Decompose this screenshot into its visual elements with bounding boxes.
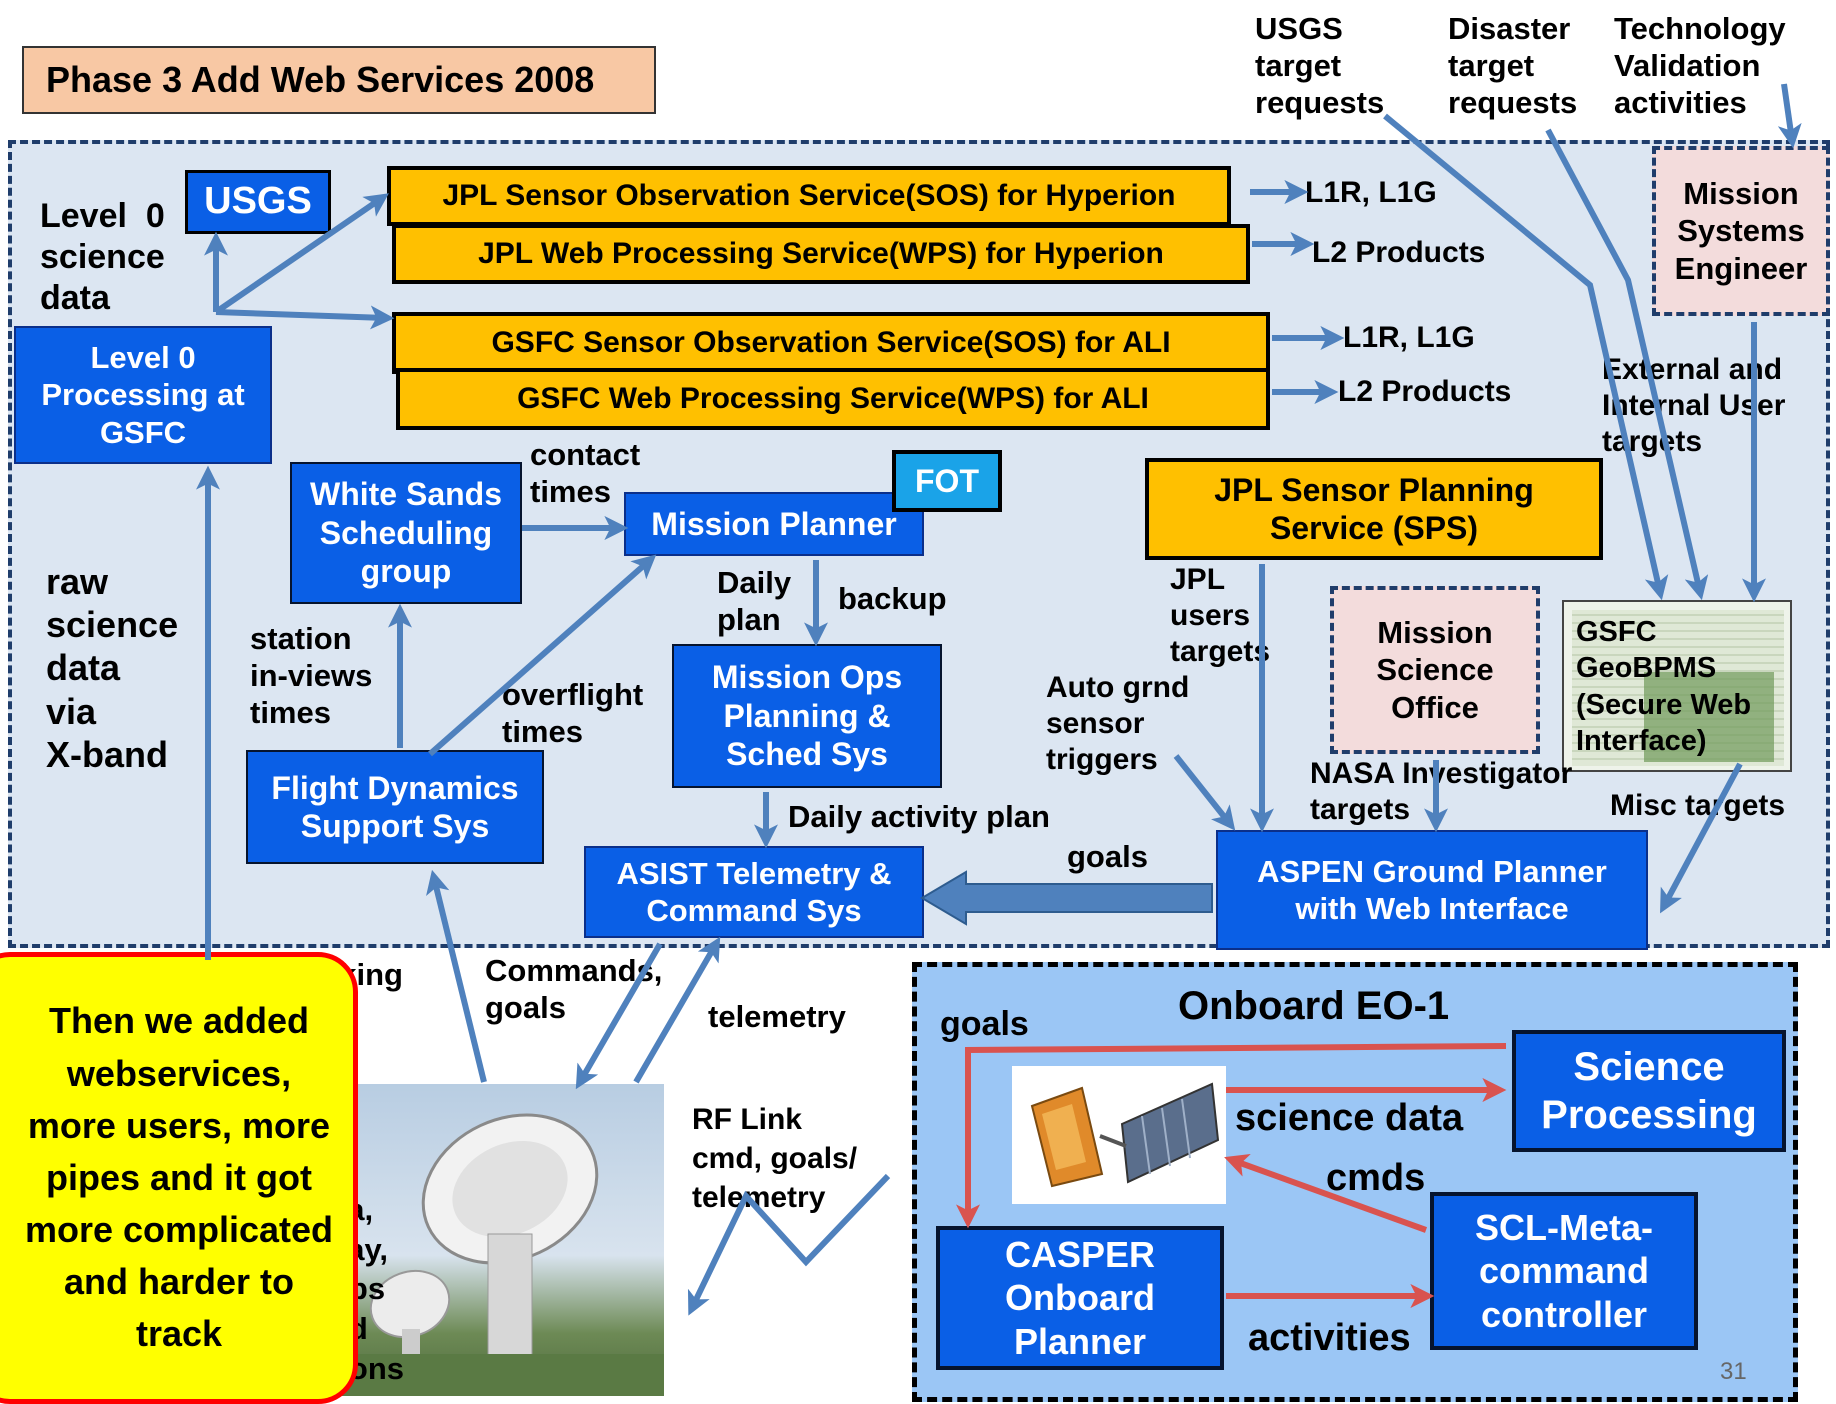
casper-box: CASPER Onboard Planner bbox=[936, 1226, 1224, 1370]
daily-plan-label: Daily plan bbox=[717, 565, 792, 638]
commands-goals-label: Commands, goals bbox=[485, 953, 663, 1026]
ground-station-photo bbox=[330, 1084, 664, 1396]
science-processing-box: Science Processing bbox=[1512, 1030, 1786, 1152]
cmds-label: cmds bbox=[1326, 1157, 1426, 1199]
geobpms-box: GSFC GeoBPMS (Secure Web Interface) bbox=[1562, 600, 1792, 772]
page-number: 31 bbox=[1720, 1358, 1747, 1385]
aspen-box: ASPEN Ground Planner with Web Interface bbox=[1216, 830, 1648, 950]
station-inviews-label: station in-views times bbox=[250, 621, 373, 731]
arrow-geobpms-to-aspen bbox=[1660, 762, 1743, 914]
mission-planner-box: Mission Planner bbox=[624, 492, 924, 556]
arrow-to-gsfc-sos bbox=[215, 305, 395, 330]
geobpms-label: GSFC GeoBPMS (Secure Web Interface) bbox=[1576, 616, 1752, 757]
arrow-overflight bbox=[428, 554, 657, 757]
telemetry-label: telemetry bbox=[708, 999, 846, 1034]
jpl-l1-label: L1R, L1G bbox=[1305, 176, 1437, 209]
gsfc-sos-box: GSFC Sensor Observation Service(SOS) for… bbox=[392, 312, 1270, 374]
contact-times-label: contact times bbox=[530, 437, 641, 510]
daily-activity-label: Daily activity plan bbox=[788, 799, 1050, 834]
satellite-icon bbox=[1030, 1082, 1220, 1188]
arrow-rf-link bbox=[687, 1173, 891, 1316]
white-sands-box: White Sands Scheduling group bbox=[290, 462, 522, 604]
disaster-requests-label: Disaster target requests bbox=[1448, 11, 1578, 121]
arrow-station-to-fds bbox=[426, 869, 487, 1083]
arrow-cmds bbox=[1224, 1154, 1428, 1233]
onboard-title: Onboard EO-1 bbox=[1178, 984, 1450, 1028]
gsfc-wps-box: GSFC Web Processing Service(WPS) for ALI bbox=[396, 368, 1270, 430]
gsfc-l2-label: L2 Products bbox=[1338, 375, 1512, 408]
overflight-label: overflight times bbox=[502, 677, 644, 750]
asist-box: ASIST Telemetry & Command Sys bbox=[584, 846, 924, 938]
usgs-requests-label: USGS target requests bbox=[1255, 11, 1385, 121]
page-title: Phase 3 Add Web Services 2008 bbox=[22, 46, 656, 114]
nasa-investigator-label: NASA Investigator targets bbox=[1310, 757, 1573, 826]
arrow-tech-validation bbox=[1777, 83, 1802, 149]
goals-ground-label: goals bbox=[1067, 839, 1148, 874]
activities-label: activities bbox=[1248, 1317, 1411, 1359]
level0-processing-box: Level 0 Processing at GSFC bbox=[14, 326, 272, 464]
tech-validation-label: Technology Validation activities bbox=[1614, 11, 1786, 121]
fot-box: FOT bbox=[892, 450, 1002, 512]
mission-systems-engineer-box: Mission Systems Engineer bbox=[1652, 146, 1830, 316]
usgs-box: USGS bbox=[185, 170, 331, 234]
backup-label: backup bbox=[838, 581, 947, 616]
mission-science-office-box: Mission Science Office bbox=[1330, 586, 1540, 754]
arrow-auto-grnd bbox=[1173, 754, 1236, 831]
mission-ops-box: Mission Ops Planning & Sched Sys bbox=[672, 644, 942, 788]
raw-science-label: raw science data via X-band bbox=[46, 561, 179, 775]
flight-dynamics-box: Flight Dynamics Support Sys bbox=[246, 750, 544, 864]
arrow-disaster-requests bbox=[1545, 128, 1709, 601]
jpl-sps-box: JPL Sensor Planning Service (SPS) bbox=[1145, 458, 1603, 560]
level0-data-label: Level 0 science data bbox=[40, 197, 165, 317]
arrow-commands-down bbox=[575, 942, 663, 1090]
jpl-users-label: JPL users targets bbox=[1170, 563, 1271, 668]
auto-grnd-label: Auto grnd sensor triggers bbox=[1046, 671, 1190, 776]
onboard-goals-label: goals bbox=[940, 1005, 1029, 1043]
gsfc-l1-label: L1R, L1G bbox=[1343, 321, 1475, 354]
misc-targets-label: Misc targets bbox=[1610, 789, 1786, 822]
jpl-l2-label: L2 Products bbox=[1312, 236, 1486, 269]
antenna-dish-icon bbox=[330, 1113, 664, 1396]
geobpms-map-thumb bbox=[1644, 672, 1774, 762]
scl-box: SCL-Meta- command controller bbox=[1430, 1192, 1698, 1350]
jpl-wps-box: JPL Web Processing Service(WPS) for Hype… bbox=[392, 224, 1250, 284]
science-data-label: science data bbox=[1235, 1097, 1464, 1139]
arrow-usgs-requests bbox=[1383, 113, 1669, 601]
arrow-to-jpl-sos bbox=[214, 193, 389, 315]
eo1-satellite-image bbox=[1012, 1066, 1226, 1204]
callout-box: Then we added webservices, more users, m… bbox=[0, 952, 358, 1404]
arrow-telemetry-up bbox=[633, 936, 721, 1084]
arrow-goals-to-casper bbox=[956, 1043, 1507, 1229]
arrow-aspen-to-asist bbox=[920, 870, 1213, 926]
